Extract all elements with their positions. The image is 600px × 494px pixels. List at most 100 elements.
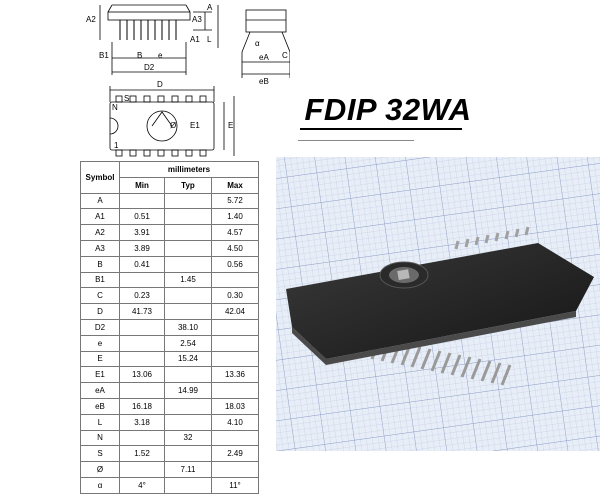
label-E: E (228, 121, 233, 130)
label-e: e (158, 51, 163, 60)
cell-symbol: S (80, 445, 120, 463)
cell-symbol: A (80, 192, 120, 210)
cell-max: 1.40 (211, 208, 259, 226)
table-subheader-row: Min Typ Max (81, 176, 259, 194)
cell-typ: 14.99 (164, 382, 212, 399)
cell-typ (164, 476, 212, 494)
label-D2: D2 (144, 63, 155, 72)
cell-typ: 1.45 (164, 271, 212, 289)
cell-max: 2.49 (211, 445, 259, 463)
cell-min (119, 382, 165, 399)
cell-typ: 7.11 (164, 461, 212, 478)
cell-min: 0.23 (119, 287, 165, 305)
cell-min: 41.73 (119, 303, 165, 320)
cell-typ (164, 224, 212, 241)
package-title: FDIP 32WA (304, 92, 472, 127)
label-alpha: α (255, 39, 260, 48)
table-row: B1 1.45 (80, 271, 259, 289)
cell-min: 13.06 (119, 366, 165, 384)
cell-typ (164, 445, 212, 463)
label-C: C (282, 51, 288, 60)
cell-symbol: N (80, 429, 120, 447)
table-row: A 5.72 (80, 192, 259, 210)
label-D: D (157, 80, 163, 89)
cell-min: 3.89 (119, 239, 165, 257)
cell-max: 4.10 (211, 413, 259, 431)
cell-typ: 32 (164, 429, 212, 447)
label-eA: eA (259, 53, 269, 62)
cell-max (211, 350, 259, 368)
cell-typ: 2.54 (164, 334, 212, 352)
cell-max: 0.56 (211, 255, 259, 273)
cell-min: 16.18 (119, 397, 165, 415)
label-pin1: 1 (114, 141, 119, 150)
chip-photo (276, 157, 600, 451)
cell-symbol: D (80, 303, 120, 320)
cell-typ (164, 413, 212, 431)
package-outline-drawings: A2 A3 A A1 L B1 B e D2 α C eA eB D S N Ø… (86, 3, 290, 157)
cell-max: 0.30 (211, 287, 259, 305)
cell-max (211, 382, 259, 399)
cell-max: 5.72 (211, 192, 259, 210)
cell-max: 42.04 (211, 303, 259, 320)
cell-max (211, 271, 259, 289)
col-group-millimeters: millimeters (119, 161, 259, 178)
cell-min: 1.52 (119, 445, 165, 463)
label-A1: A1 (190, 35, 200, 44)
cell-min (119, 350, 165, 368)
cell-min (119, 271, 165, 289)
cell-symbol: C (80, 287, 120, 305)
cell-max: 13.36 (211, 366, 259, 384)
cell-typ: 15.24 (164, 350, 212, 368)
label-S: S (124, 94, 129, 103)
cell-typ (164, 255, 212, 273)
cell-typ (164, 208, 212, 226)
col-max: Max (211, 176, 259, 194)
cell-typ (164, 303, 212, 320)
cell-min: 3.91 (119, 224, 165, 241)
cell-max (211, 461, 259, 478)
label-A: A (207, 3, 213, 12)
label-A2: A2 (86, 15, 96, 24)
cell-symbol: eB (80, 397, 120, 415)
table-header-row: Symbol millimeters (80, 161, 259, 194)
cell-max: 18.03 (211, 397, 259, 415)
label-B: B (137, 51, 142, 60)
label-eB: eB (259, 77, 269, 86)
col-min: Min (119, 176, 165, 194)
title-underline (300, 128, 462, 130)
cell-symbol: α (80, 476, 120, 494)
cell-max (211, 334, 259, 352)
cell-symbol: A2 (80, 224, 120, 241)
cell-min (119, 318, 165, 336)
cell-min: 0.51 (119, 208, 165, 226)
cell-symbol: A1 (80, 208, 120, 226)
cell-max: 4.50 (211, 239, 259, 257)
cell-min: 4° (119, 476, 165, 494)
cell-symbol: e (80, 334, 120, 352)
table-row: e 2.54 (80, 334, 259, 352)
cell-min (119, 461, 165, 478)
label-B1: B1 (99, 51, 109, 60)
label-E1: E1 (190, 121, 200, 130)
title-divider (298, 140, 414, 141)
cell-symbol: B1 (80, 271, 120, 289)
cell-min (119, 192, 165, 210)
label-N: N (112, 103, 118, 112)
cell-typ: 38.10 (164, 318, 212, 336)
col-typ: Typ (164, 176, 212, 194)
